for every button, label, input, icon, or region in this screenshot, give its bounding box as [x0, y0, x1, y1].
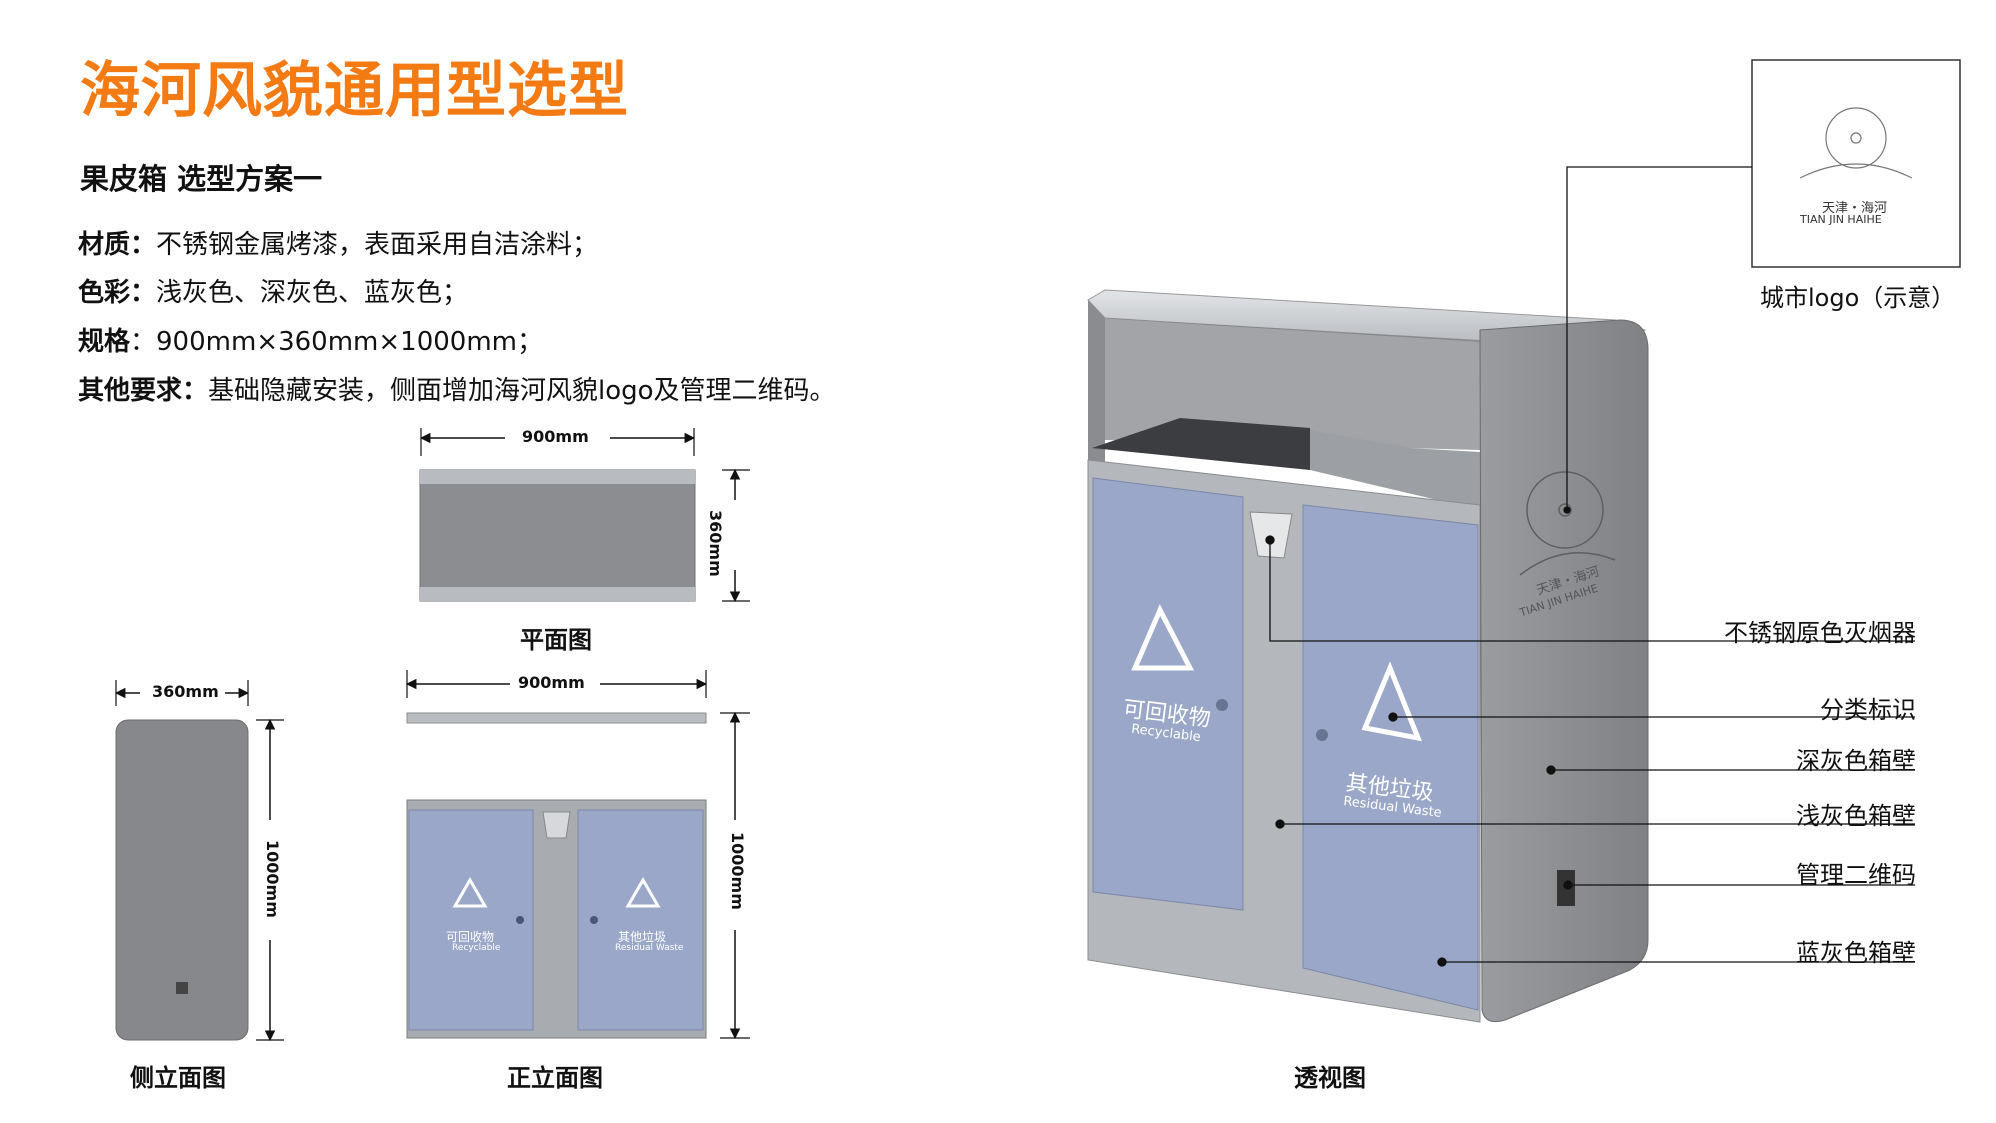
dim-label: 1000mm [728, 832, 747, 910]
side-view [114, 680, 284, 1042]
dim-label: 360mm [706, 510, 725, 577]
recycle-icon [625, 876, 661, 908]
callout-qr: 管理二维码 [1796, 861, 1916, 889]
logo-wheel-icon [1519, 471, 1616, 576]
dim-label: 1000mm [263, 840, 282, 918]
recycle-icon [1361, 661, 1423, 742]
callout-blue-wall: 蓝灰色箱壁 [1796, 939, 1916, 967]
logo-caption: 城市logo（示意） [1760, 284, 1956, 312]
recycle-icon [452, 876, 488, 908]
city-logo-wheel-icon [1799, 107, 1913, 179]
side-panel [115, 719, 249, 1041]
spec-value: 基础隐藏安装，侧面增加海河风貌logo及管理二维码。 [208, 376, 836, 406]
callout-light-wall: 浅灰色箱壁 [1796, 802, 1916, 830]
door-label-en: Recyclable [452, 943, 501, 953]
ashtray-icon [1249, 511, 1293, 559]
qr-icon [176, 982, 188, 994]
front-view [405, 670, 750, 1040]
logo-text-cn: 天津・海河 [1822, 201, 1888, 216]
callout-sort-mark: 分类标识 [1820, 696, 1916, 724]
door-label-cn: 可回收物 [446, 930, 495, 944]
dim-label: 900mm [518, 673, 585, 692]
spec-size: 规格：900mm×360mm×1000mm； [78, 326, 543, 358]
perspective-caption: 透视图 [1294, 1064, 1366, 1092]
front-door-left [408, 809, 534, 1031]
callout-ashtray: 不锈钢原色灭烟器 [1724, 619, 1916, 647]
spec-label: 色彩： [78, 278, 157, 308]
side-caption: 侧立面图 [130, 1064, 226, 1092]
page-title: 海河风貌通用型选型 [80, 56, 629, 126]
spec-label: 规格 [78, 327, 131, 357]
spec-label: 其他要求： [78, 376, 209, 406]
recycle-icon [1131, 604, 1195, 671]
callout-leaders [1265, 166, 1915, 967]
door-label-en: Residual Waste [615, 943, 684, 953]
persp-door-left [1092, 477, 1244, 911]
door-label-cn: 其他垃圾 [618, 930, 667, 944]
callout-dark-wall: 深灰色箱壁 [1796, 747, 1916, 775]
spec-other: 其他要求：基础隐藏安装，侧面增加海河风貌logo及管理二维码。 [78, 375, 836, 407]
logo-text-en: TIAN JIN HAIHE [1800, 213, 1882, 226]
spec-value: ：900mm×360mm×1000mm； [130, 327, 543, 357]
plan-view [419, 428, 750, 603]
dim-label: 900mm [522, 427, 589, 446]
spec-material: 材质：不锈钢金属烤漆，表面采用自洁涂料； [78, 229, 598, 261]
dim-label: 360mm [152, 682, 219, 701]
front-door-right [577, 809, 704, 1031]
plan-box [419, 469, 696, 602]
persp-door-right [1302, 504, 1479, 1011]
plan-caption: 平面图 [520, 626, 592, 654]
spec-color: 色彩：浅灰色、深灰色、蓝灰色； [78, 277, 468, 309]
front-caption: 正立面图 [507, 1064, 603, 1092]
spec-label: 材质： [78, 230, 157, 260]
ashtray-icon [542, 811, 571, 839]
spec-value: 不锈钢金属烤漆，表面采用自洁涂料； [156, 230, 599, 260]
persp-side-panel [1479, 319, 1649, 1023]
section-subtitle: 果皮箱 选型方案一 [80, 162, 323, 196]
spec-value: 浅灰色、深灰色、蓝灰色； [156, 278, 469, 308]
perspective-view [1087, 289, 1649, 1023]
